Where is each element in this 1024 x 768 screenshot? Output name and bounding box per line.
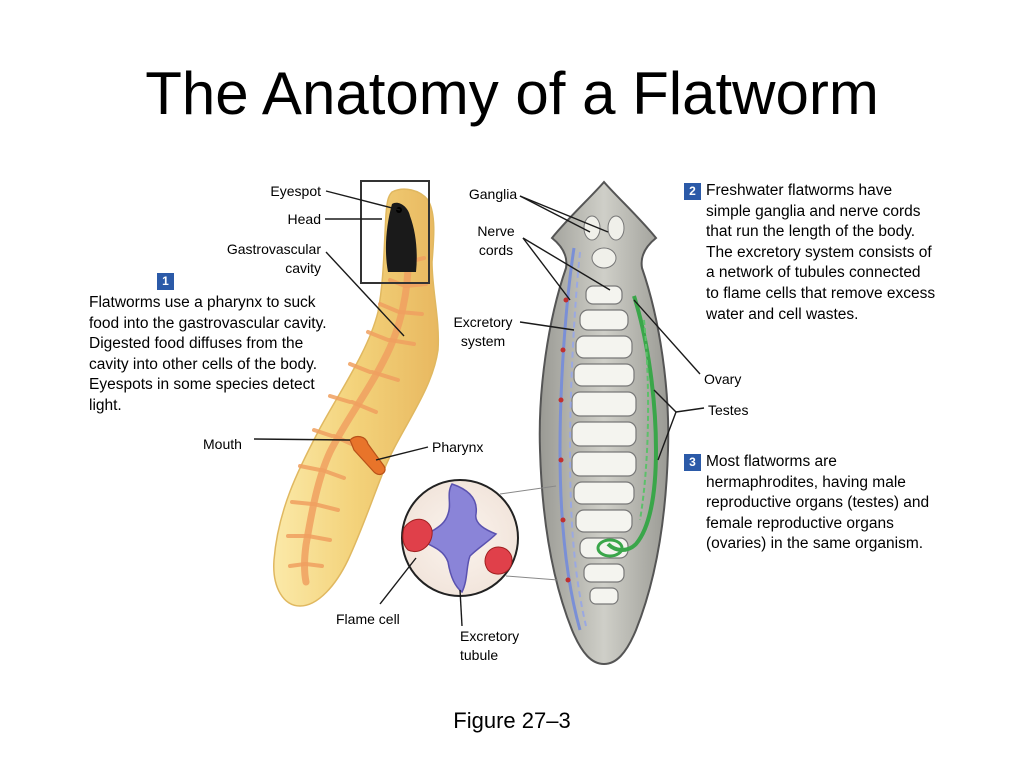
label-eyespot: Eyespot: [270, 183, 321, 199]
internal-anatomy-illustration: [538, 180, 670, 666]
excretory-tubule-shape: [418, 483, 498, 594]
flame-cell-inset: [401, 479, 559, 597]
label-nerve-cords-text: Nerve cords: [477, 223, 515, 258]
pharynx: [349, 435, 386, 476]
label-excretory-system-text: Excretory system: [453, 314, 513, 349]
callout-3-text: Most flatworms are hermaphrodites, havin…: [706, 453, 930, 553]
callout-1-text: Flatworms use a pharynx to suck food int…: [89, 294, 327, 414]
label-mouth: Mouth: [203, 436, 242, 452]
callout-2-text: Freshwater flatworms have simple ganglia…: [706, 182, 936, 323]
flame-cell-dots: [558, 297, 571, 583]
callout-2-badge: 2: [684, 183, 701, 200]
label-gastrovascular-cavity: Gastrovascular cavity: [227, 240, 321, 278]
label-excretory-system: Excretory system: [446, 313, 520, 351]
head-ganglia: [583, 215, 625, 269]
flame-cell-right: [484, 546, 513, 575]
label-ganglia: Ganglia: [468, 186, 518, 202]
reproductive-duct: [639, 319, 650, 521]
gastrovascular-cavity: [301, 244, 412, 586]
label-ovary: Ovary: [704, 371, 742, 387]
testes-and-ovary: [606, 295, 659, 552]
callout-1-badge: 1: [157, 273, 174, 290]
leader-lines: [253, 190, 705, 627]
copulatory-organ: [596, 538, 624, 558]
label-flame-cell: Flame cell: [336, 611, 400, 627]
eyespot-pigment: [385, 202, 417, 272]
label-excretory-tubule-text: Excretory tubule: [460, 628, 520, 663]
callout-3-badge: 3: [684, 454, 701, 471]
flame-cell-left: [402, 518, 433, 552]
gut-diverticula: [286, 254, 428, 568]
flatworm-illustration: [273, 180, 440, 607]
excretory-tubules-inner: [568, 251, 587, 627]
intestine-segments: [571, 285, 637, 605]
label-pharynx: Pharynx: [432, 439, 484, 455]
label-excretory-tubule: Excretory tubule: [460, 627, 519, 665]
label-gastrovascular-cavity-text: Gastrovascular cavity: [226, 241, 321, 276]
figure-caption: Figure 27–3: [453, 708, 571, 733]
head-inset-box: [360, 180, 430, 284]
slide-title: The Anatomy of a Flatworm: [145, 60, 879, 127]
label-testes: Testes: [708, 402, 749, 418]
label-head: Head: [287, 211, 321, 227]
label-nerve-cords: Nerve cords: [468, 222, 524, 260]
